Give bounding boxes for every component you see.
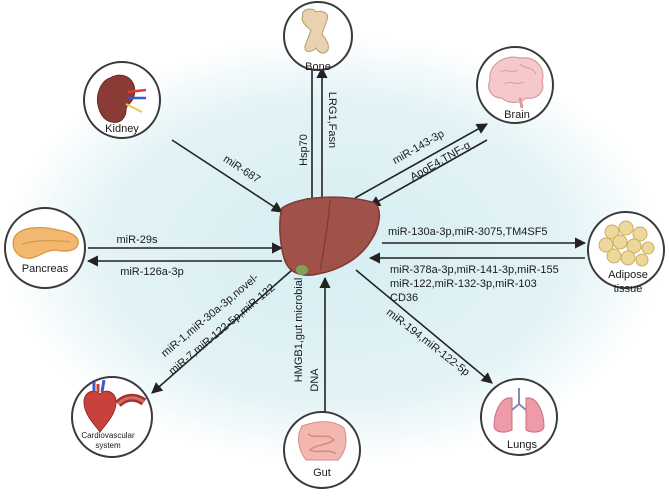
heart-icon [83, 379, 147, 434]
organ-bone-label: Bone [305, 61, 331, 73]
label-adipose-in-1: miR-378a-3p,miR-141-3p,miR-155 [390, 264, 559, 276]
kidney-icon [97, 74, 147, 123]
organ-lungs: Lungs [480, 378, 558, 456]
bone-icon [301, 8, 329, 54]
pancreas-icon [12, 227, 79, 259]
label-bone-down: Hsp70 [298, 134, 310, 166]
arrow-kidney-to-liver [171, 139, 283, 213]
organ-adipose-label-2: tissue [614, 283, 643, 295]
label-adipose-in-3: CD36 [390, 292, 418, 304]
adipose-icon [598, 220, 655, 267]
organ-brain: Brain [476, 46, 554, 124]
label-pancreas-out: miR-126a-3p [120, 266, 184, 278]
organ-kidney-label: Kidney [105, 123, 139, 135]
organ-bone: Bone [283, 1, 353, 73]
organ-adipose: Adipose tissue [587, 211, 665, 295]
organ-pancreas: Pancreas [4, 207, 86, 289]
label-adipose-in-2: miR-122,miR-132-3p,miR-103 [390, 278, 537, 290]
organ-gut-label: Gut [313, 467, 331, 479]
arrow-brain-to-liver [369, 139, 488, 207]
label-gut-1: HMGB1,gut microbial [293, 278, 305, 383]
arrow-liver-to-brain [354, 123, 488, 199]
organ-lungs-label: Lungs [507, 439, 537, 451]
organ-cardio: Cardiovascular system [71, 376, 153, 458]
label-adipose-out: miR-130a-3p,miR-3075,TM4SF5 [388, 226, 548, 238]
organ-gut: Gut [283, 411, 361, 489]
brain-icon [488, 56, 544, 109]
organ-kidney: Kidney [83, 61, 161, 139]
label-pancreas-in: miR-29s [117, 234, 158, 246]
label-gut-2: DNA [309, 368, 321, 392]
organ-pancreas-label: Pancreas [22, 263, 69, 275]
label-bone-up: LRG1,Fasn [326, 92, 338, 148]
lungs-icon [493, 388, 545, 433]
organ-cardio-label-2: system [95, 441, 121, 450]
liver-icon [279, 196, 381, 276]
organ-brain-label: Brain [504, 109, 530, 121]
intestine-icon [298, 421, 347, 461]
organ-cardio-label-1: Cardiovascular [81, 431, 135, 440]
organ-adipose-label-1: Adipose [608, 269, 648, 281]
arrow-liver-to-lungs [355, 269, 493, 384]
arrow-liver-to-cardio [151, 269, 293, 394]
